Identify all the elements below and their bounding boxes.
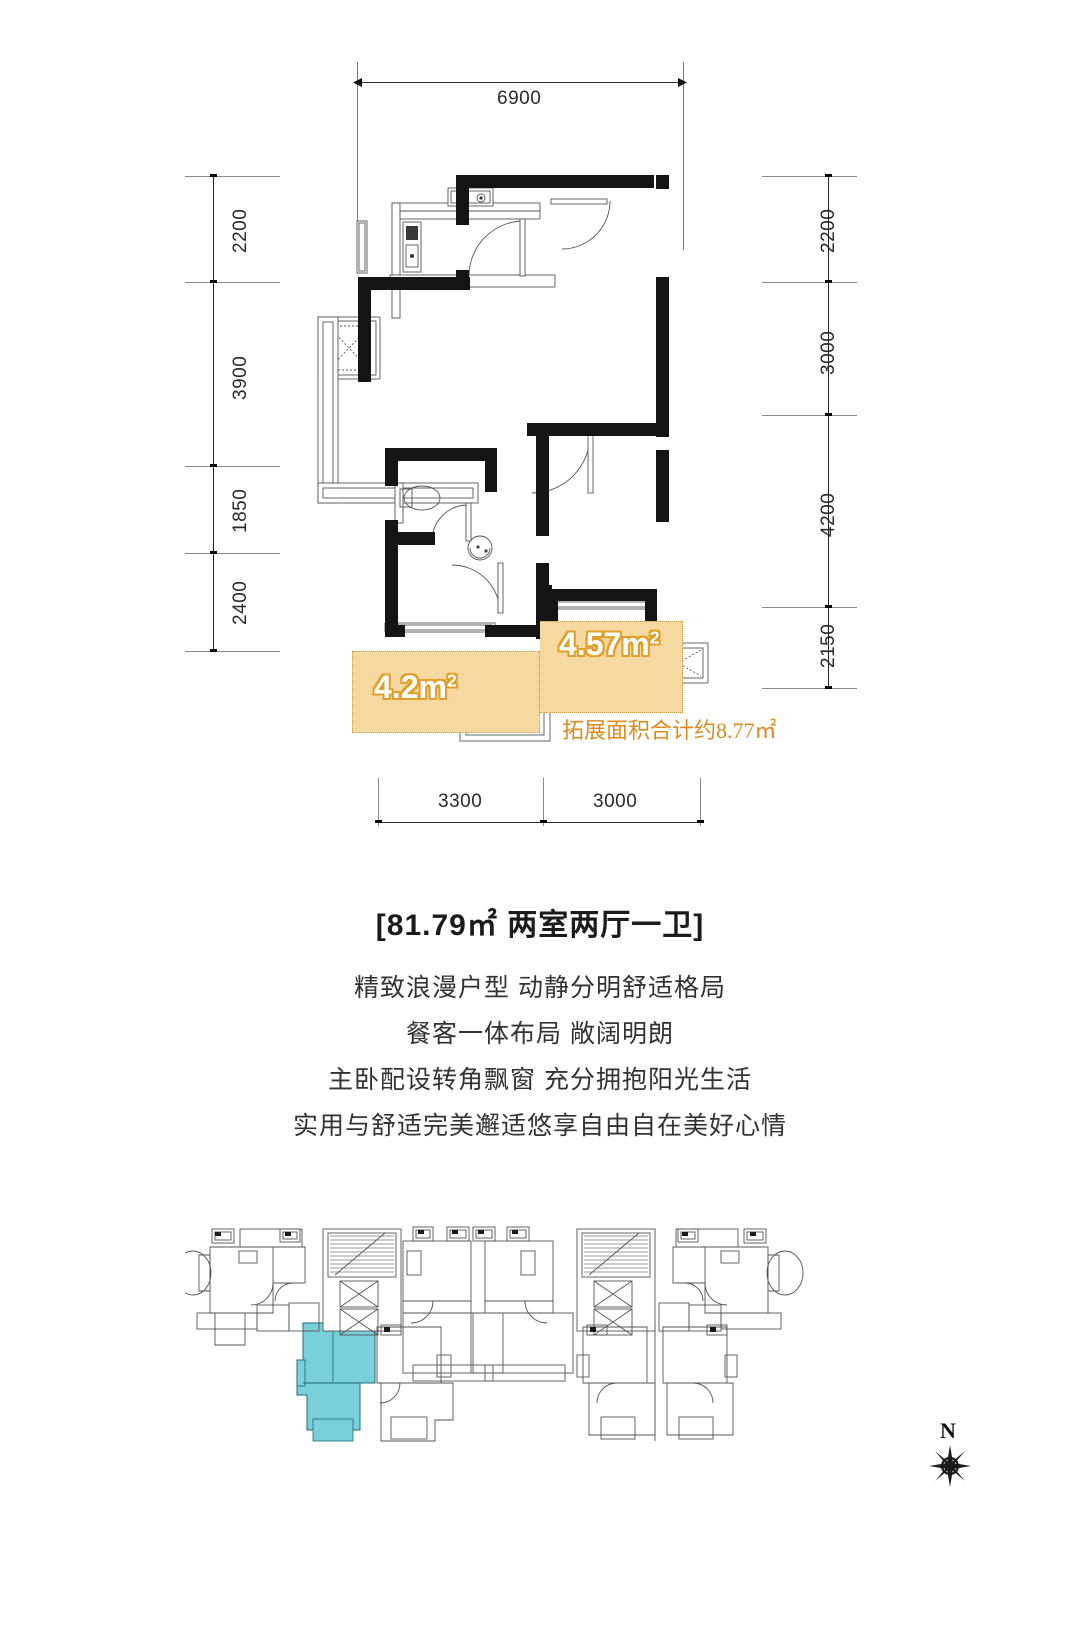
right-tick-4 <box>825 686 832 689</box>
bottom-dimension-label-0: 3300 <box>438 791 483 812</box>
bottom-tick-2 <box>697 820 704 823</box>
door-swings <box>451 198 611 614</box>
building-middle-units <box>402 1226 574 1382</box>
right-dimension-label-2: 4200 <box>818 492 839 537</box>
compass-north-label: N <box>940 1418 956 1443</box>
living-balcony-area-label: 4.2m2 <box>374 669 457 706</box>
left-dim-line <box>213 176 214 651</box>
right-tick-1 <box>825 280 832 283</box>
bottom-dim-line <box>378 822 700 823</box>
top-dim-extension-right <box>683 62 684 250</box>
building-lower-band <box>376 1324 738 1442</box>
master-bedroom-balcony-area <box>540 621 683 713</box>
left-ext-2 <box>185 466 280 467</box>
description-line-0: 精致浪漫户型 动静分明舒适格局 <box>354 974 726 1002</box>
building-keyplan <box>185 1226 804 1442</box>
top-dimension-label: 6900 <box>497 88 542 109</box>
building-upper-band <box>185 1228 320 1346</box>
left-tick-2 <box>210 464 217 467</box>
right-tick-3 <box>825 605 832 608</box>
stair-core-left <box>322 1228 402 1336</box>
bottom-ext-1 <box>543 778 544 826</box>
description-line-1: 餐客一体布局 敞阔明朗 <box>406 1020 674 1048</box>
right-tick-0 <box>825 174 832 177</box>
top-dim-arrow-left <box>353 78 362 87</box>
left-tick-0 <box>210 174 217 177</box>
description-line-2: 主卧配设转角飘窗 充分拥抱阳光生活 <box>328 1066 752 1094</box>
right-ext-1 <box>762 282 857 283</box>
compass: N <box>918 1418 978 1498</box>
top-dim-line <box>357 82 683 83</box>
building-right-wing <box>658 1228 804 1332</box>
living-balcony-unit-sup: 2 <box>446 670 457 691</box>
bottom-tick-0 <box>375 820 382 823</box>
highlighted-unit <box>296 1322 376 1442</box>
living-room-balcony-area <box>352 651 540 733</box>
right-dimension-label-0: 2200 <box>818 208 839 253</box>
unit-title: [81.79㎡ 两室两厅一卫] <box>375 909 705 942</box>
living-balcony-value: 4.2m <box>374 669 447 705</box>
left-dimension-label-1: 3900 <box>230 355 251 400</box>
left-tick-1 <box>210 280 217 283</box>
left-tick-3 <box>210 551 217 554</box>
bedroom-balcony-area-label: 4.57m2 <box>559 626 660 663</box>
left-dimension-label-2: 1850 <box>230 488 251 533</box>
bedroom-balcony-value: 4.57m <box>559 626 650 662</box>
left-ext-1 <box>185 282 280 283</box>
bottom-tick-1 <box>540 820 547 823</box>
right-dimension-label-1: 3000 <box>818 330 839 375</box>
left-ext-4 <box>185 651 280 652</box>
bottom-dimension-label-1: 3000 <box>593 791 638 812</box>
right-dim-line <box>828 176 829 688</box>
left-dimension-label-3: 2400 <box>230 580 251 625</box>
top-dim-arrow-right <box>678 78 687 87</box>
top-dim-extension-left <box>357 62 358 250</box>
right-tick-2 <box>825 413 832 416</box>
description-line-3: 实用与舒适完美邂适悠享自由自在美好心情 <box>292 1112 787 1140</box>
right-ext-2 <box>762 415 857 416</box>
right-dimension-label-3: 2150 <box>818 623 839 668</box>
structural-columns <box>215 1230 756 1332</box>
right-ext-3 <box>762 607 857 608</box>
left-ext-3 <box>185 553 280 554</box>
right-ext-4 <box>762 688 857 689</box>
compass-rose-icon <box>929 1445 971 1487</box>
bottom-ext-0 <box>378 778 379 826</box>
bedroom-balcony-unit-sup: 2 <box>649 627 660 648</box>
left-tick-4 <box>210 649 217 652</box>
right-ext-0 <box>762 176 857 177</box>
left-ext-0 <box>185 176 280 177</box>
bottom-ext-2 <box>700 778 701 826</box>
stair-core-right <box>576 1228 656 1336</box>
left-dimension-label-0: 2200 <box>230 208 251 253</box>
expanded-area-note: 拓展面积合计约8.77㎡ <box>562 718 777 743</box>
